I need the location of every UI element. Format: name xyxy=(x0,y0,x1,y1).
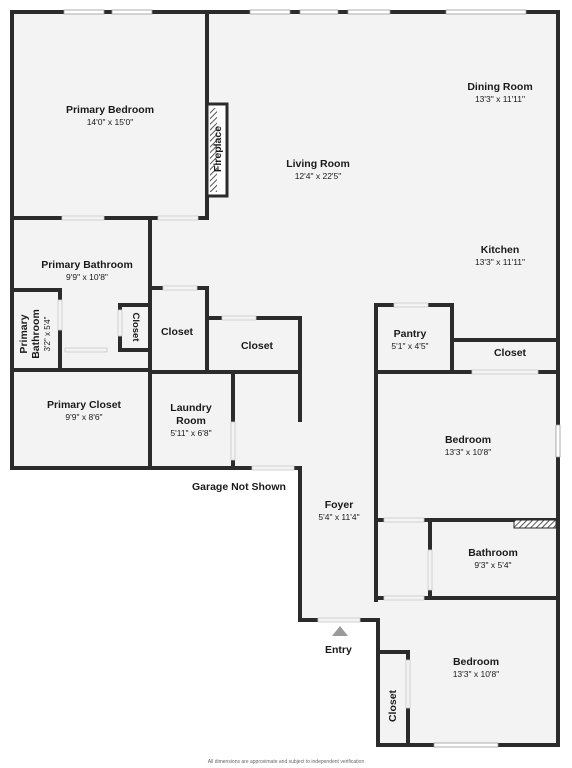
fireplace-label: Fireplace xyxy=(212,125,224,173)
room-name: Bedroom xyxy=(444,434,492,446)
fireplace-hearth xyxy=(210,108,217,192)
room-closet-primary-bath: Closet xyxy=(130,312,141,342)
room-name: Pantry xyxy=(393,328,427,340)
room-name: Primary Bathroom xyxy=(41,259,133,271)
room-name: Primary Bedroom xyxy=(65,104,155,116)
room-name: Kitchen xyxy=(480,244,520,256)
room-primary-bathroom-small: Primary Bathroom 3'2" x 5'4" xyxy=(18,302,54,366)
room-closet-center-small: Closet xyxy=(161,326,193,339)
room-dims: 13'3" x 11'11" xyxy=(474,94,526,104)
room-dims: 5'4" x 11'4" xyxy=(318,512,360,522)
room-name-line2: Bathroom xyxy=(30,309,42,359)
garage-note: Garage Not Shown xyxy=(192,481,286,493)
room-closet-bedroom-2: Closet xyxy=(387,689,399,723)
room-name: Bedroom xyxy=(452,656,500,668)
bath-hatch xyxy=(513,519,557,529)
room-dims: 5'1" x 4'5" xyxy=(391,341,429,351)
room-foyer: Foyer 5'4" x 11'4" xyxy=(318,499,359,523)
room-dims: 12'4" x 22'5" xyxy=(294,171,342,181)
room-bathroom: Bathroom 9'3" x 5'4" xyxy=(468,547,518,571)
room-name: Closet xyxy=(493,347,527,359)
room-dims: 5'11" x 6'8" xyxy=(170,428,212,438)
room-dims: 13'3" x 11'11" xyxy=(474,257,526,267)
room-dims: 3'2" x 5'4" xyxy=(43,316,52,352)
windows xyxy=(63,9,561,748)
entry-label: Entry xyxy=(325,644,352,656)
room-primary-closet: Primary Closet 9'9" x 8'6" xyxy=(47,399,121,423)
room-dining-room: Dining Room 13'3" x 11'11" xyxy=(467,81,532,105)
room-name: Closet xyxy=(160,326,194,338)
room-closet-center-wide: Closet xyxy=(241,340,273,353)
room-laundry-room: Laundry Room 5'11" x 6'8" xyxy=(170,402,211,439)
room-dims: 14'0" x 15'0" xyxy=(86,117,134,127)
floor-area xyxy=(12,12,558,745)
room-name: Living Room xyxy=(286,158,350,170)
room-name: Closet xyxy=(240,340,274,352)
room-name: Primary Closet xyxy=(46,399,122,411)
disclaimer: All dimensions are approximate and subje… xyxy=(207,759,365,765)
room-dims: 13'3" x 10'8" xyxy=(452,669,500,679)
room-kitchen: Kitchen 13'3" x 11'11" xyxy=(475,244,525,268)
door-openings xyxy=(57,215,539,709)
entry-arrow-icon xyxy=(332,626,348,636)
room-name: Dining Room xyxy=(467,81,533,93)
room-name: Foyer xyxy=(324,499,354,511)
room-pantry: Pantry 5'1" x 4'5" xyxy=(391,328,428,352)
room-name: Bathroom xyxy=(468,547,518,559)
room-bedroom-1: Bedroom 13'3" x 10'8" xyxy=(445,434,492,458)
room-name-line2: Room xyxy=(176,415,206,427)
room-primary-bedroom: Primary Bedroom 14'0" x 15'0" xyxy=(66,104,154,128)
room-name-line1: Primary xyxy=(18,314,30,354)
room-dims: 9'9" x 8'6" xyxy=(65,412,103,422)
room-bedroom-2: Bedroom 13'3" x 10'8" xyxy=(453,656,500,680)
room-dims: 9'9" x 10'8" xyxy=(66,272,108,282)
room-name-line1: Laundry xyxy=(170,402,212,414)
room-dims: 9'3" x 5'4" xyxy=(474,560,512,570)
room-primary-bathroom: Primary Bathroom 9'9" x 10'8" xyxy=(41,259,133,283)
room-living-room: Living Room 12'4" x 22'5" xyxy=(286,158,350,182)
room-dims: 13'3" x 10'8" xyxy=(444,447,492,457)
room-closet-kitchen: Closet xyxy=(494,347,526,360)
